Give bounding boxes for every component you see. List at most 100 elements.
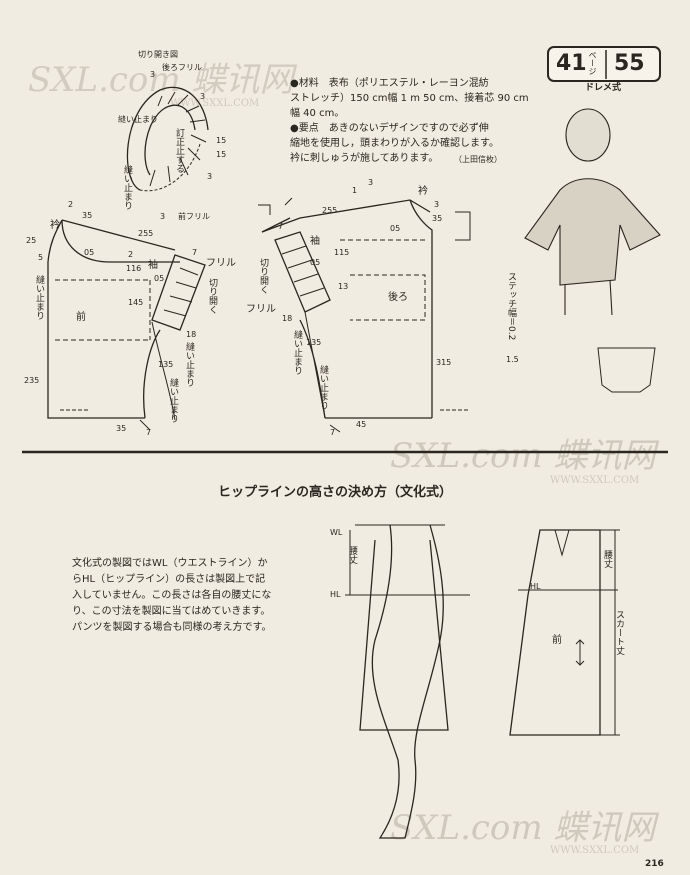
back-sleeve-label: 袖 xyxy=(310,236,320,247)
stitch-note: ステッチ幅＝0.2 xyxy=(506,272,516,341)
page-ref-label: ページ xyxy=(588,51,597,75)
section-title: ヒップラインの高さの決め方（文化式） xyxy=(218,485,453,500)
front-num-16: 7 xyxy=(146,428,152,437)
method-label: ドレメ式 xyxy=(585,83,622,93)
collar-title: 切り開き図 xyxy=(138,50,178,59)
item-number: 55 xyxy=(614,51,645,76)
back-num-12: 135 xyxy=(306,338,322,347)
skirt-length-label: スカート丈 xyxy=(614,610,624,655)
materials-credit: （上田信枚） xyxy=(454,155,502,164)
back-num-8: 115 xyxy=(334,248,350,257)
front-num-7: 2 xyxy=(128,250,134,259)
back-sew-stop-2: 縫い止まり xyxy=(318,365,328,410)
materials-line-3: 幅 40 cm。 xyxy=(290,108,345,119)
page-ref-number: 41 xyxy=(556,51,587,76)
watermark-mid-url: WWW.SXXL.COM xyxy=(550,475,640,486)
skirt-hl-label: HL xyxy=(530,582,541,591)
front-sew-stop-2: 縫い止まり xyxy=(184,342,194,387)
back-sew-stop: 縫い止まり xyxy=(292,330,302,375)
collar-num-4: 15 xyxy=(216,150,227,159)
collar-gather-stop: 訂正止する xyxy=(174,128,184,173)
collar-num-5: 3 xyxy=(207,172,213,181)
body-text-2: らHL（ヒップライン）の長さは製図上で記 xyxy=(72,574,266,585)
garment-flat-sketch xyxy=(597,347,656,393)
collar-num-6: 3 xyxy=(160,212,166,221)
body-text-5: パンツを製図する場合も同様の考え方です。 xyxy=(72,622,272,633)
back-num-9: 05 xyxy=(310,258,321,267)
materials-line-4: ●要点 あきのないデザインですので必ず伸 xyxy=(290,123,489,134)
collar-num-2: 3 xyxy=(200,92,206,101)
front-num-4: 5 xyxy=(38,253,44,262)
front-neckline xyxy=(61,219,180,263)
back-num-14: 7 xyxy=(330,428,336,437)
collar-inner-curve xyxy=(144,104,196,176)
skirt-hip-length-label: 腰丈 xyxy=(602,550,612,568)
front-num-2: 35 xyxy=(82,211,93,220)
back-num-6: 7 xyxy=(278,222,284,231)
front-frill-label: フリル xyxy=(206,258,236,269)
collar-num-1: 3 xyxy=(150,70,156,79)
front-frill-label: 前フリル xyxy=(178,212,210,221)
back-cut-open: 切り開く xyxy=(258,258,268,294)
front-label: 前 xyxy=(76,312,86,323)
back-num-7: 05 xyxy=(390,224,401,233)
wl-label: WL xyxy=(330,528,343,537)
watermark-bottom-url: WWW.SXXL.COM xyxy=(550,845,640,856)
front-num-13: 135 xyxy=(158,360,174,369)
back-num-15: 45 xyxy=(356,420,367,429)
back-num-10: 13 xyxy=(338,282,349,291)
materials-line-6: 衿に刺しゅうが施してあります。 xyxy=(290,153,439,164)
watermark-top: SXL.com 蝶讯网 xyxy=(28,60,294,100)
front-num-5: 05 xyxy=(84,248,95,257)
back-num-2: 3 xyxy=(368,178,374,187)
back-label: 後ろ xyxy=(388,292,408,303)
front-num-3: 25 xyxy=(26,236,37,245)
front-num-9: 7 xyxy=(192,248,198,257)
watermark-top-url: WWW.SXXL.COM xyxy=(170,98,260,109)
materials-line-2: ストレッチ）150 cm幅 1 m 50 cm、接着芯 90 cm xyxy=(290,93,529,104)
front-num-6: 255 xyxy=(138,229,154,238)
back-frill-label: フリル xyxy=(246,304,276,315)
skirt-pattern xyxy=(509,529,601,736)
front-sew-stop-3: 縫い止まり xyxy=(168,378,178,423)
back-shoulder xyxy=(261,199,431,233)
front-side-hem xyxy=(47,262,145,419)
front-num-15: 35 xyxy=(116,424,127,433)
page-number: 216 xyxy=(645,859,664,869)
back-num-5: 35 xyxy=(432,214,443,223)
materials-line-5: 縮地を使用し，頭まわりが入るか確認します。 xyxy=(290,138,499,149)
front-num-10: 05 xyxy=(154,274,165,283)
watermark-mid: SXL.com 蝶讯网 xyxy=(390,436,656,476)
front-num-14: 235 xyxy=(24,376,40,385)
back-num-4: 3 xyxy=(434,200,440,209)
back-num-3: 255 xyxy=(322,206,338,215)
front-cut-open: 切り開く xyxy=(207,278,217,314)
front-num-1: 2 xyxy=(68,200,74,209)
back-frill-label: 後ろフリル xyxy=(162,63,202,72)
front-collar-label: 衿 xyxy=(50,220,60,231)
front-sleeve-label: 袖 xyxy=(148,260,158,271)
page-ref-box xyxy=(547,46,661,82)
body-text-3: 入していません。この長さは各自の腰丈にな xyxy=(72,590,272,601)
watermark-bottom: SXL.com 蝶讯网 xyxy=(390,808,656,848)
back-num-11: 18 xyxy=(282,314,293,323)
body-text-1: 文化式の製図ではWL（ウエストライン）か xyxy=(72,558,268,569)
back-collar-label: 衿 xyxy=(418,186,428,197)
collar-outer-curve xyxy=(126,86,209,191)
front-num-8: 116 xyxy=(126,264,142,273)
front-sew-stop: 縫い止まり xyxy=(34,275,44,320)
hip-length-label: 腰丈 xyxy=(347,546,357,564)
body-text-4: り、この寸法を製図に当てはめていきます。 xyxy=(72,606,271,617)
front-num-12: 18 xyxy=(186,330,197,339)
collar-sew-stop-top: 縫い止まり xyxy=(118,115,158,124)
collar-num-3: 15 xyxy=(216,136,227,145)
front-num-11: 145 xyxy=(128,298,144,307)
back-num-1: 1 xyxy=(352,186,358,195)
hl-label: HL xyxy=(330,590,341,599)
skirt-front-label: 前 xyxy=(552,635,562,646)
stitch-value: 1.5 xyxy=(506,355,519,364)
model-illustration xyxy=(524,108,661,316)
collar-sew-stop-side: 縫い止まり xyxy=(122,165,132,210)
materials-line-1: ●材料 表布（ポリエステル・レーヨン混紡 xyxy=(290,78,489,89)
